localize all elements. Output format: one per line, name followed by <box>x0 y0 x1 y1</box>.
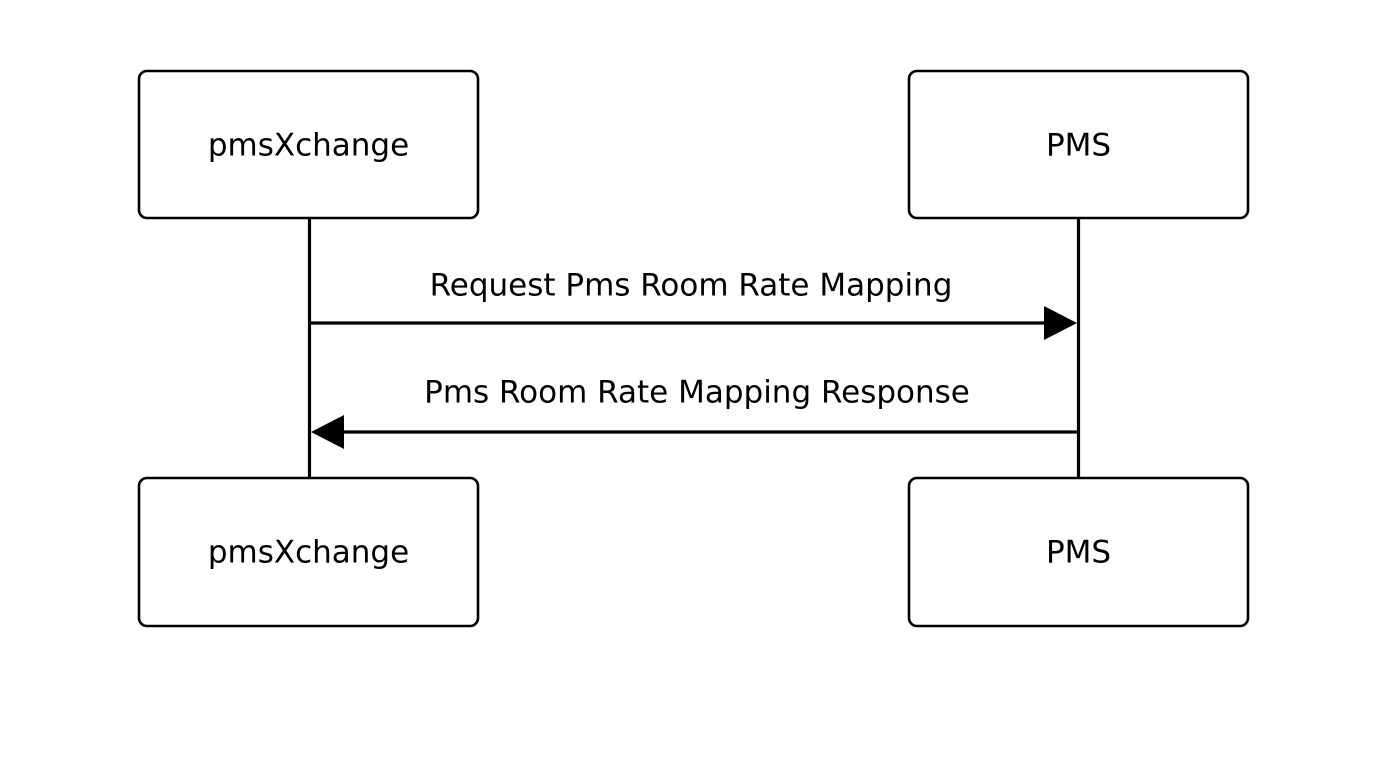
message-label-1: Request Pms Room Rate Mapping <box>430 268 953 304</box>
arrow-head-right-icon <box>1044 306 1077 340</box>
arrow-head-left-icon <box>311 415 344 449</box>
participant-head-pms[interactable]: PMS <box>907 69 1250 220</box>
participant-box-shape <box>137 69 480 220</box>
participant-label-pmsxchange-foot: pmsXchange <box>208 535 409 571</box>
participant-label-pmsxchange: pmsXchange <box>208 128 409 164</box>
participant-foot-pmsxchange[interactable]: pmsXchange <box>137 476 480 628</box>
participant-label-pms-foot: PMS <box>1046 535 1111 571</box>
participant-head-pmsxchange[interactable]: pmsXchange <box>137 69 480 220</box>
participant-foot-pms[interactable]: PMS <box>907 476 1250 628</box>
participant-box-shape <box>907 69 1250 220</box>
participant-label-pms: PMS <box>1046 128 1111 164</box>
message-1[interactable]: Request Pms Room Rate Mapping <box>310 268 1077 341</box>
message-label-2: Pms Room Rate Mapping Response <box>424 375 970 411</box>
message-2[interactable]: Pms Room Rate Mapping Response <box>311 375 1078 450</box>
participant-box-shape <box>137 476 480 628</box>
participant-box-shape <box>907 476 1250 628</box>
